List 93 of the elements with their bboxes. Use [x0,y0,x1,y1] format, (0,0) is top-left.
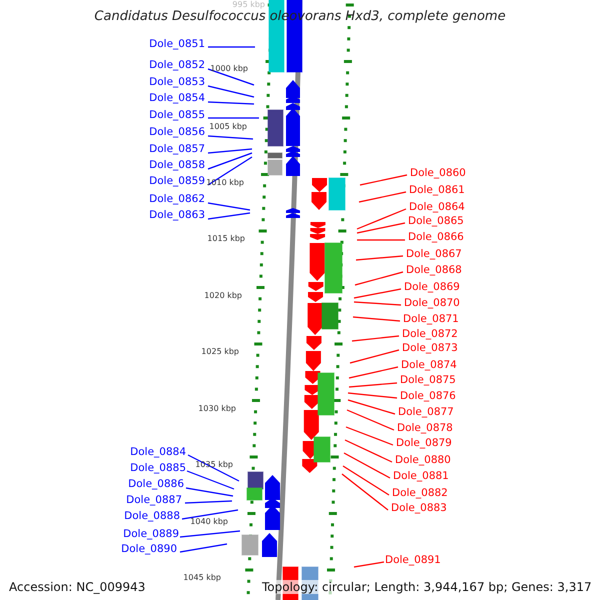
gene-label: Dole_0880 [395,454,451,467]
gene-label: Dole_0876 [400,390,456,403]
leader-line [348,366,398,379]
leader-line [354,288,402,299]
gene-label: Dole_0866 [408,231,464,244]
leader-line [348,399,396,415]
scale-tick-label: 1005 kbp [209,122,247,132]
gene-label: Dole_0858 [149,159,205,172]
scale-tick-label: 1025 kbp [201,347,239,357]
leader-line [344,452,390,479]
gene-label: Dole_0864 [409,201,465,214]
gene-label: Dole_0857 [149,143,205,156]
gene-label: Dole_0871 [403,313,459,326]
gene-label: Dole_0891 [385,554,441,567]
leader-line [186,487,234,497]
gene-label: Dole_0851 [149,38,205,51]
leader-line [208,148,252,154]
leader-line [356,255,404,261]
leader-line [356,222,406,234]
scale-tick-label: 1000 kbp [210,64,248,74]
leader-line [188,454,240,482]
leader-line [348,382,398,388]
scale-tick-label: 1020 kbp [204,291,242,301]
leader-line [357,239,405,241]
gene-label: Dole_0885 [130,462,186,475]
gene-label: Dole_0888 [124,510,180,523]
gene-label: Dole_0873 [402,342,458,355]
gene-label: Dole_0875 [400,374,456,387]
gene-label: Dole_0878 [397,422,453,435]
gene-label: Dole_0881 [393,470,449,483]
scale-tick-label: 1015 kbp [207,234,245,244]
gene-label: Dole_0859 [149,175,205,188]
leader-line [208,152,252,170]
leader-line [346,409,394,431]
leader-line [352,316,400,322]
leader-line [352,335,400,342]
leader-line [360,174,408,186]
leader-line [344,439,392,463]
gene-label: Dole_0868 [406,264,462,277]
gene-label: Dole_0856 [149,126,205,139]
leader-line [342,474,388,510]
gene-label: Dole_0852 [149,59,205,72]
gene-label: Dole_0890 [121,543,177,556]
gene-label: Dole_0860 [410,167,466,180]
scale-tick-label: 1040 kbp [190,517,228,527]
accession-note: Accession: NC_009943 [9,580,146,594]
leader-line [342,466,390,496]
gene-label: Dole_0853 [149,76,205,89]
scale-tick-label: 995 kbp [232,0,265,10]
scale-tick-label: 1030 kbp [198,404,236,414]
scale-tick-label: 1045 kbp [183,573,221,583]
leader-line [208,101,254,105]
gene-label: Dole_0877 [398,406,454,419]
leader-line [208,117,259,119]
gene-label: Dole_0884 [130,446,186,459]
leader-line [180,530,240,538]
leader-line [208,85,254,98]
leader-line [180,543,228,553]
leader-line [354,271,404,286]
leader-line [358,191,406,203]
gene-label: Dole_0870 [404,297,460,310]
gene-label: Dole_0874 [401,359,457,372]
leader-line [182,509,238,520]
leader-line [186,470,234,490]
leader-line [348,392,398,399]
gene-label: Dole_0861 [409,184,465,197]
gene-label: Dole_0879 [396,437,452,450]
leader-line [208,68,254,86]
leader-line [356,208,406,230]
gene-label: Dole_0889 [123,528,179,541]
leader-line [354,561,384,568]
leader-line [184,500,232,504]
gene-label: Dole_0855 [149,109,205,122]
gene-label: Dole_0869 [404,281,460,294]
leader-line [208,202,250,211]
leader-line [208,46,255,48]
leader-line [208,156,252,186]
genome-summary-note: Topology: circular; Length: 3,944,167 bp; Genes: 3,317 [262,580,592,594]
leader-line [350,349,400,364]
gene-label: Dole_0872 [402,328,458,341]
gene-label: Dole_0882 [392,487,448,500]
leader-line [208,212,250,220]
gene-label: Dole_0887 [126,494,182,507]
gene-label: Dole_0854 [149,92,205,105]
gene-label: Dole_0886 [128,478,184,491]
leader-line [354,301,402,306]
leader-line [208,135,254,140]
leader-line [346,426,394,446]
gene-label: Dole_0865 [408,215,464,228]
gene-label: Dole_0883 [391,502,447,515]
gene-label: Dole_0863 [149,209,205,222]
gene-label: Dole_0867 [406,248,462,261]
gene-label: Dole_0862 [149,193,205,206]
